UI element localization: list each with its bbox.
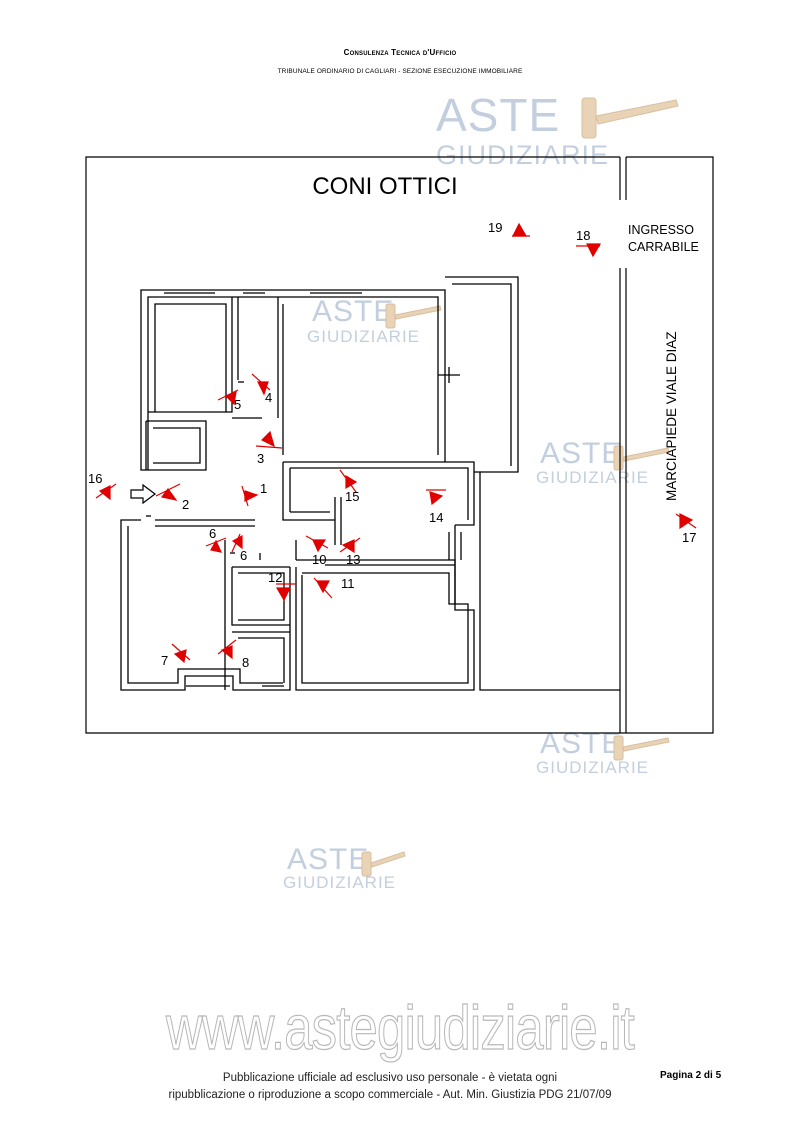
watermark-brand: ASTE bbox=[312, 295, 395, 328]
plan-title: CONI OTTICI bbox=[312, 173, 457, 200]
viewpoint-number: 16 bbox=[88, 471, 102, 486]
view-cone-icon bbox=[512, 222, 530, 237]
footer-note-line: ripubblicazione o riproduzione a scopo c… bbox=[168, 1089, 612, 1101]
view-cone-icon bbox=[339, 469, 358, 493]
viewpoint-number: 8 bbox=[242, 655, 249, 670]
page-number: Pagina 2 di 5 bbox=[660, 1070, 722, 1081]
view-cone-icon bbox=[675, 513, 697, 530]
header-title: Consulenza Tecnica d'Ufficio bbox=[343, 48, 457, 57]
view-cone-icon bbox=[205, 537, 227, 553]
watermark-sub: GIUDIZIARIE bbox=[536, 758, 650, 777]
viewpoint-number: 18 bbox=[576, 228, 590, 243]
viewpoint-number: 17 bbox=[682, 530, 696, 545]
view-cone-icon bbox=[155, 483, 181, 501]
view-cone-icon bbox=[217, 389, 239, 406]
view-cone-icon bbox=[313, 577, 333, 599]
view-cone-icon bbox=[576, 243, 602, 258]
view-cone-icon bbox=[217, 639, 237, 660]
view-cone-icon bbox=[255, 430, 283, 449]
watermark-sub: GIUDIZIARIE bbox=[436, 140, 610, 170]
entrance-arrow-icon bbox=[130, 483, 156, 505]
sidewalk-label: MARCIAPIEDE VIALE DIAZ bbox=[664, 331, 679, 501]
header-subtitle: TRIBUNALE ORDINARIO DI CAGLIARI - SEZION… bbox=[277, 68, 523, 75]
view-cone-icon bbox=[251, 373, 271, 396]
viewpoint-number: 15 bbox=[345, 489, 359, 504]
view-cone-icon bbox=[95, 483, 117, 501]
watermark-sub: GIUDIZIARIE bbox=[307, 327, 421, 346]
viewpoint-number: 12 bbox=[268, 570, 282, 585]
view-cone-icon bbox=[171, 643, 191, 664]
view-cone-icon bbox=[241, 485, 259, 507]
watermark-sub: GIUDIZIARIE bbox=[283, 873, 397, 892]
view-cone-icon bbox=[339, 537, 361, 554]
footer-note-line: Pubblicazione ufficiale ad esclusivo uso… bbox=[222, 1072, 558, 1084]
watermark-brand: ASTE bbox=[540, 437, 623, 470]
footer-note: Pubblicazione ufficiale ad esclusivo uso… bbox=[130, 1070, 650, 1104]
viewpoint-number: 10 bbox=[312, 552, 326, 567]
gavel-icon bbox=[361, 851, 406, 877]
viewpoint-number: 11 bbox=[341, 576, 355, 591]
viewpoint-number: 7 bbox=[161, 653, 168, 668]
viewpoint-number: 14 bbox=[429, 510, 443, 525]
gavel-icon bbox=[581, 97, 679, 139]
viewpoint-numbers: 1 2 3 4 5 6 6 7 8 10 11 12 13 14 15 16 1… bbox=[88, 220, 696, 670]
view-cone-icon bbox=[231, 533, 243, 553]
view-cone-icon bbox=[275, 583, 296, 602]
gavel-icon bbox=[385, 303, 442, 329]
entrance-label: CARRABILE bbox=[628, 240, 699, 254]
viewpoint-number: 5 bbox=[234, 397, 241, 412]
gavel-icon bbox=[613, 735, 670, 761]
watermark-brand: ASTE bbox=[287, 843, 370, 876]
viewpoint-number: 2 bbox=[182, 497, 189, 512]
view-cone-icon bbox=[426, 489, 446, 506]
viewpoint-number: 19 bbox=[488, 220, 502, 235]
viewpoint-number: 1 bbox=[260, 481, 267, 496]
viewpoint-number: 6 bbox=[240, 548, 247, 563]
entrance-label: INGRESSO bbox=[628, 223, 694, 237]
viewpoint-number: 4 bbox=[265, 390, 272, 405]
viewpoint-number: 3 bbox=[257, 451, 264, 466]
view-cones bbox=[95, 222, 697, 664]
lot-boundary bbox=[85, 156, 714, 734]
view-cone-icon bbox=[305, 535, 329, 553]
viewpoint-number: 6 bbox=[209, 526, 216, 541]
building-walls bbox=[120, 276, 620, 691]
watermark-site: www.astegiudiziarie.it bbox=[166, 993, 636, 1063]
viewpoint-number: 13 bbox=[346, 552, 360, 567]
gavel-icon bbox=[613, 445, 670, 471]
watermark-brand: ASTE bbox=[436, 89, 561, 141]
